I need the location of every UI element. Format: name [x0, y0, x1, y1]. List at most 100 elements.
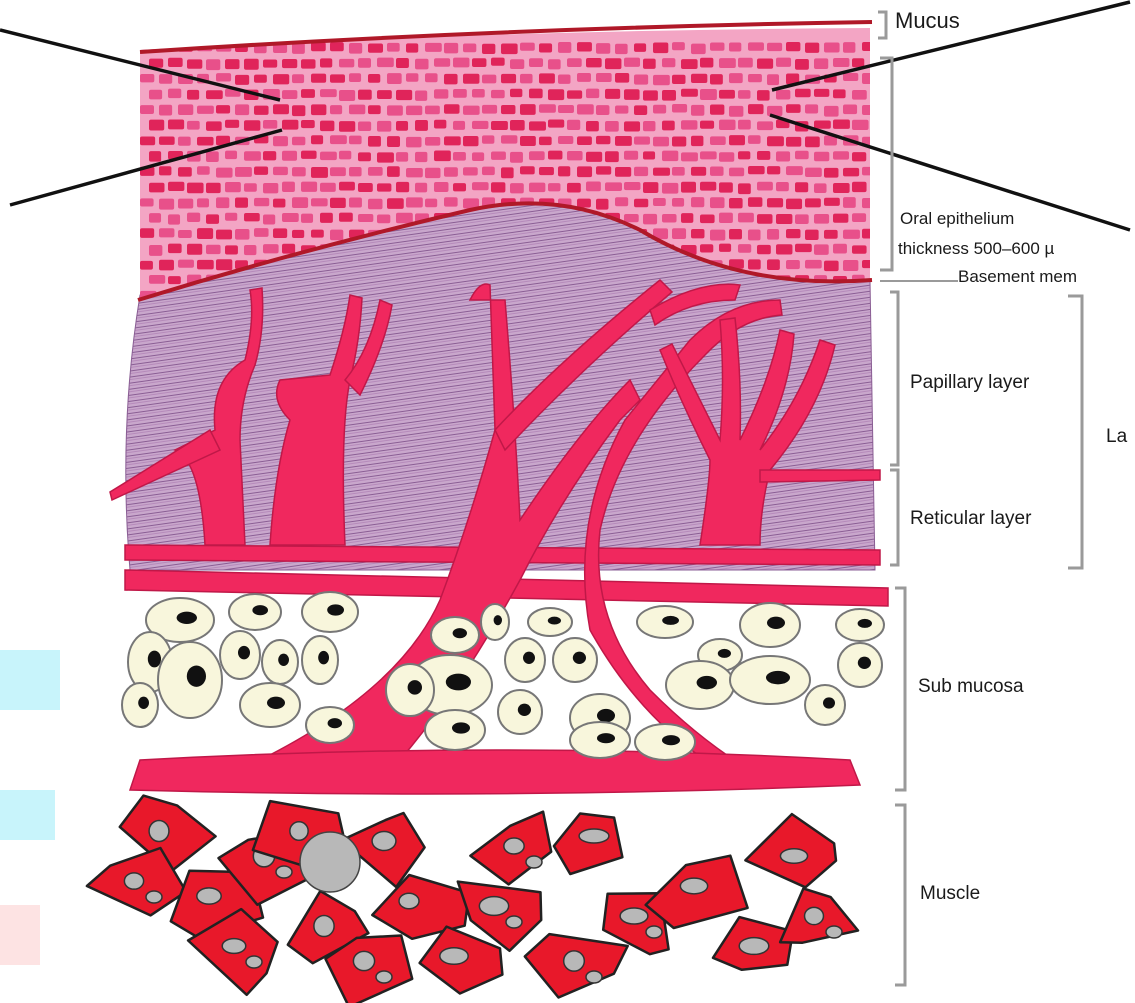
epithelial-cell — [852, 245, 867, 253]
epithelial-cell — [805, 136, 820, 147]
epithelial-cell — [387, 105, 403, 115]
epithelial-cell — [843, 260, 858, 271]
epithelial-cell — [377, 183, 391, 191]
epithelial-cell — [206, 245, 221, 254]
epithelial-cell — [729, 73, 743, 83]
epithelial-cell — [824, 261, 839, 271]
epithelial-cell — [254, 106, 269, 115]
epithelial-cell — [330, 105, 342, 114]
epithelial-cell — [539, 104, 556, 113]
epithelial-cell — [368, 105, 381, 114]
epithelial-cell — [795, 214, 809, 224]
epithelial-cell — [672, 198, 684, 207]
epithelial-cell — [501, 135, 517, 143]
epithelial-cell — [425, 137, 440, 146]
epithelial-cell — [491, 121, 508, 130]
epithelial-cell — [301, 151, 317, 159]
epithelial-cell — [862, 105, 876, 115]
epithelial-cell — [453, 58, 469, 68]
epithelial-cell — [178, 230, 192, 238]
epithelial-cell — [662, 214, 677, 222]
epithelial-cell — [225, 120, 239, 128]
epithelial-cell — [672, 167, 685, 176]
epithelial-cell — [672, 104, 687, 112]
epithelial-cell — [615, 136, 632, 146]
epithelial-cell — [814, 244, 829, 254]
epithelial-cell — [748, 42, 764, 50]
muscle-nucleus — [353, 951, 374, 970]
epithelial-cell — [729, 229, 742, 239]
epithelial-cell — [719, 90, 735, 99]
epithelial-cell — [757, 59, 773, 69]
epithelial-cell — [862, 260, 875, 268]
muscle-nucleus — [300, 832, 360, 892]
epithelial-cell — [634, 105, 647, 115]
label-mucus: Mucus — [895, 10, 960, 32]
epithelial-cell — [472, 58, 486, 67]
epithelial-cell — [216, 168, 233, 178]
epithelial-cell — [358, 58, 371, 68]
epithelial-cell — [330, 230, 343, 241]
epithelial-cell — [159, 166, 171, 175]
epithelial-cell — [624, 121, 640, 131]
epithelial-cell — [852, 120, 869, 130]
epithelial-cell — [273, 228, 287, 238]
epithelial-cell — [757, 245, 771, 254]
epithelial-cell — [197, 137, 214, 146]
muscle-nucleus — [826, 926, 842, 938]
label-sub-mucosa: Sub mucosa — [918, 676, 1024, 698]
epithelial-cell — [463, 74, 479, 84]
adipocyte-nucleus — [318, 651, 329, 664]
epithelial-cell — [206, 90, 223, 99]
epithelial-cell — [700, 214, 715, 223]
epithelial-cell — [377, 121, 391, 132]
epithelial-cell — [824, 230, 838, 239]
epithelial-cell — [358, 90, 372, 100]
epithelial-cell — [425, 43, 442, 52]
adipocyte-nucleus — [523, 652, 535, 664]
epithelial-cell — [263, 214, 275, 224]
epithelial-cell — [634, 167, 648, 176]
epithelial-cell — [225, 59, 239, 69]
epithelial-cell — [862, 198, 878, 208]
epithelial-cell — [529, 58, 543, 67]
epithelial-cell — [415, 183, 427, 193]
epithelial-cell — [235, 197, 248, 207]
epithelial-cell — [282, 151, 297, 161]
muscle-nucleus — [739, 938, 769, 955]
epithelial-cell — [301, 59, 316, 68]
muscle-nucleus — [646, 926, 662, 938]
epithelial-cell — [520, 74, 533, 83]
epithelial-cell — [349, 197, 362, 207]
epithelial-cell — [548, 183, 560, 191]
epithelial-cell — [776, 151, 790, 161]
epithelial-cell — [453, 152, 466, 161]
epithelial-cell — [320, 183, 336, 192]
epithelial-cell — [596, 73, 612, 82]
epithelial-cell — [795, 244, 812, 252]
muscle-nucleus — [564, 951, 585, 971]
epithelial-cell — [396, 213, 413, 224]
epithelial-cell — [520, 43, 535, 51]
epithelial-cell — [662, 121, 675, 131]
epithelial-cell — [862, 167, 876, 176]
adipocyte-nucleus — [662, 735, 680, 745]
muscle-nucleus — [579, 829, 609, 843]
muscle-nucleus — [222, 939, 246, 954]
epithelial-cell — [434, 58, 450, 67]
epithelial-cell — [786, 166, 803, 175]
epithelial-cell — [330, 74, 345, 82]
epithelial-cell — [871, 182, 886, 192]
adipocyte-nucleus — [138, 697, 149, 709]
epithelial-cell — [178, 137, 191, 146]
epithelial-cell — [691, 105, 704, 116]
epithelial-cell — [653, 198, 666, 206]
epithelial-cell — [510, 59, 524, 69]
epithelial-cell — [244, 213, 260, 221]
epithelial-cell — [767, 43, 782, 51]
epithelial-cell — [206, 59, 220, 70]
epithelial-cell — [225, 151, 237, 160]
epithelial-cell — [168, 182, 184, 191]
epithelial-cell — [178, 199, 193, 209]
adipocyte-nucleus — [718, 649, 731, 658]
